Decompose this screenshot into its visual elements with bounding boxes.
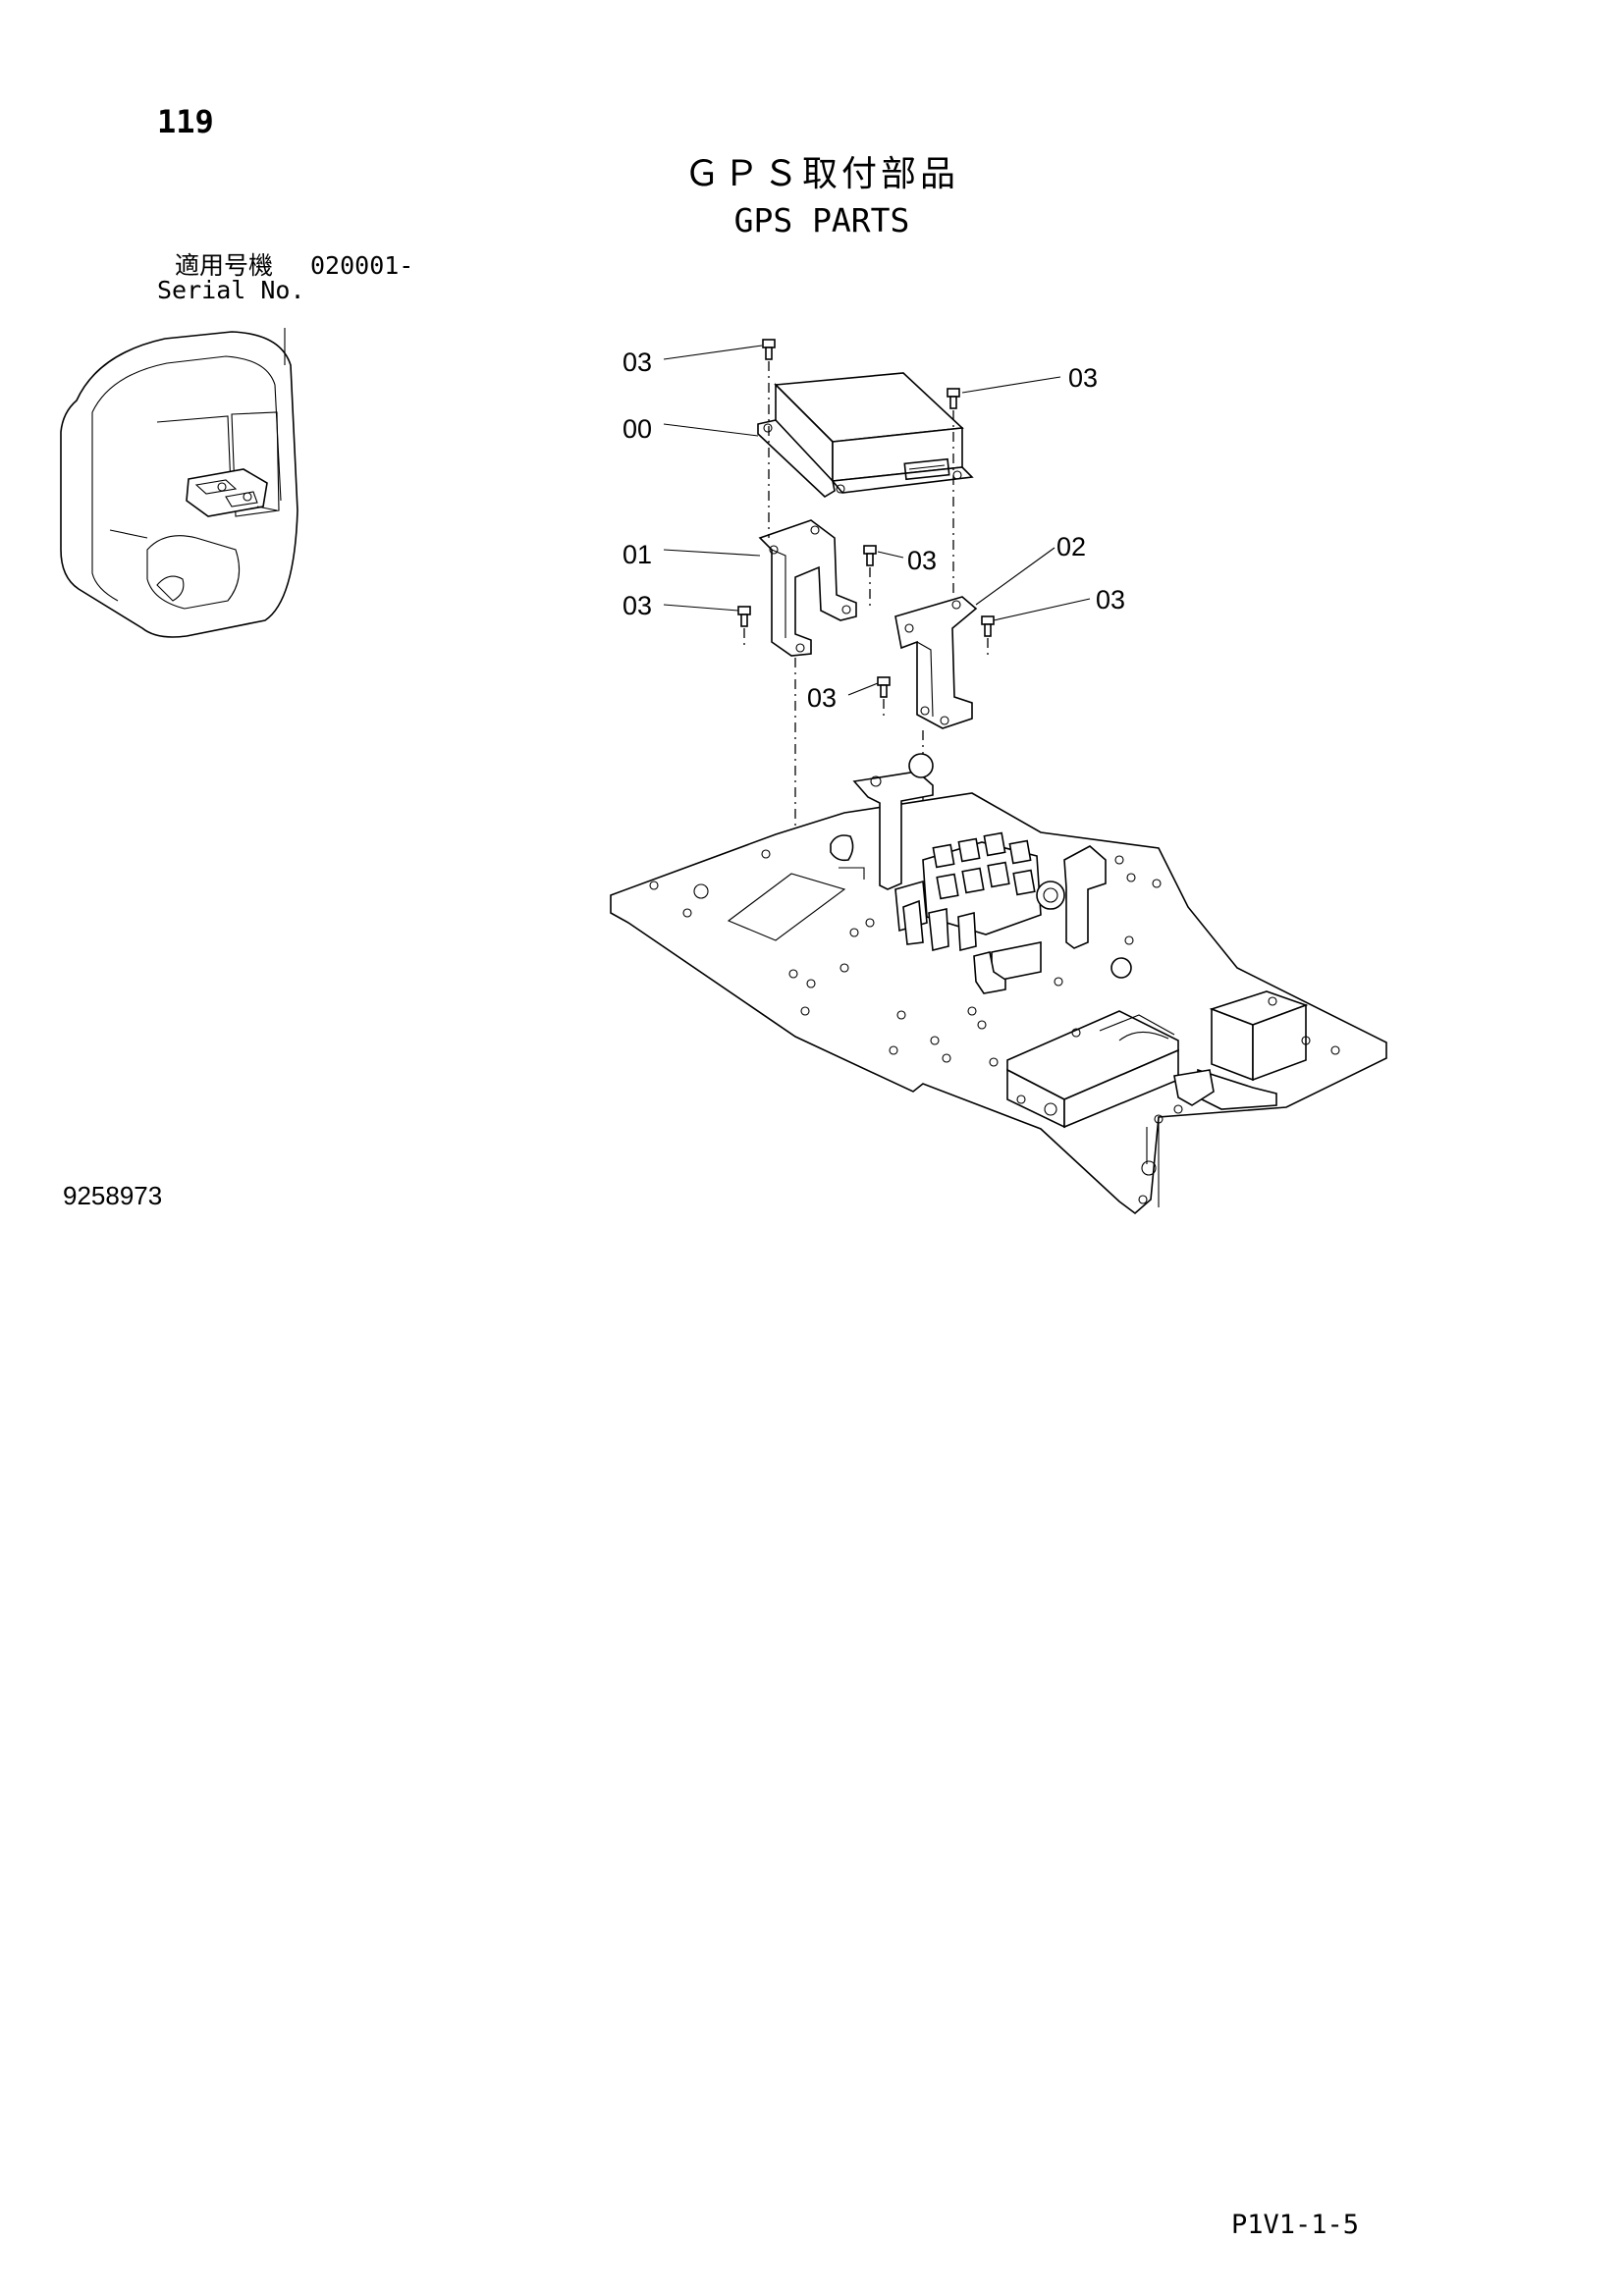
page-code: P1V1-1-5 [1231, 2210, 1360, 2240]
callout-02: 02 [1056, 532, 1086, 561]
bracket-01 [758, 519, 857, 657]
title-english: GPS PARTS [733, 201, 910, 240]
cab-gps-highlight [186, 468, 278, 517]
gps-controller-box [757, 372, 974, 498]
serial-range: 020001- [310, 251, 414, 280]
controller-unit-right [1173, 990, 1309, 1110]
bolt-03-mid-right [981, 615, 995, 637]
callout-03-mid-center: 03 [907, 546, 937, 575]
drawing-number: 9258973 [63, 1181, 163, 1210]
base-plate-assembly [610, 753, 1387, 1215]
callout-03-mid-right: 03 [1096, 585, 1125, 614]
page-number: 119 [157, 103, 214, 140]
bolt-03-mid-center [863, 545, 877, 566]
callout-03-top-left: 03 [623, 347, 652, 377]
callout-03-top-right: 03 [1068, 363, 1098, 393]
callout-00: 00 [623, 414, 652, 444]
callout-01: 01 [623, 540, 652, 569]
bolt-03-lower [877, 676, 891, 698]
bolt-03-mid-left [737, 606, 751, 627]
callout-labels: 03 03 00 01 03 02 03 03 03 [623, 347, 1125, 713]
bolt-03-top-left [762, 339, 776, 360]
ecu-unit [1006, 1010, 1179, 1129]
bolt-03-top-right [947, 388, 960, 409]
leader-lines [663, 345, 1091, 696]
callout-03-mid-left: 03 [623, 591, 652, 620]
relay-block [894, 831, 1042, 952]
plate-holes [649, 849, 1340, 1204]
serial-label-japanese: 適用号機 [175, 251, 274, 280]
callout-03-lower: 03 [807, 683, 837, 713]
bracket-02 [894, 596, 978, 729]
serial-label-english: Serial No. [157, 276, 305, 304]
title-japanese: ＧＰＳ取付部品 [683, 154, 959, 194]
